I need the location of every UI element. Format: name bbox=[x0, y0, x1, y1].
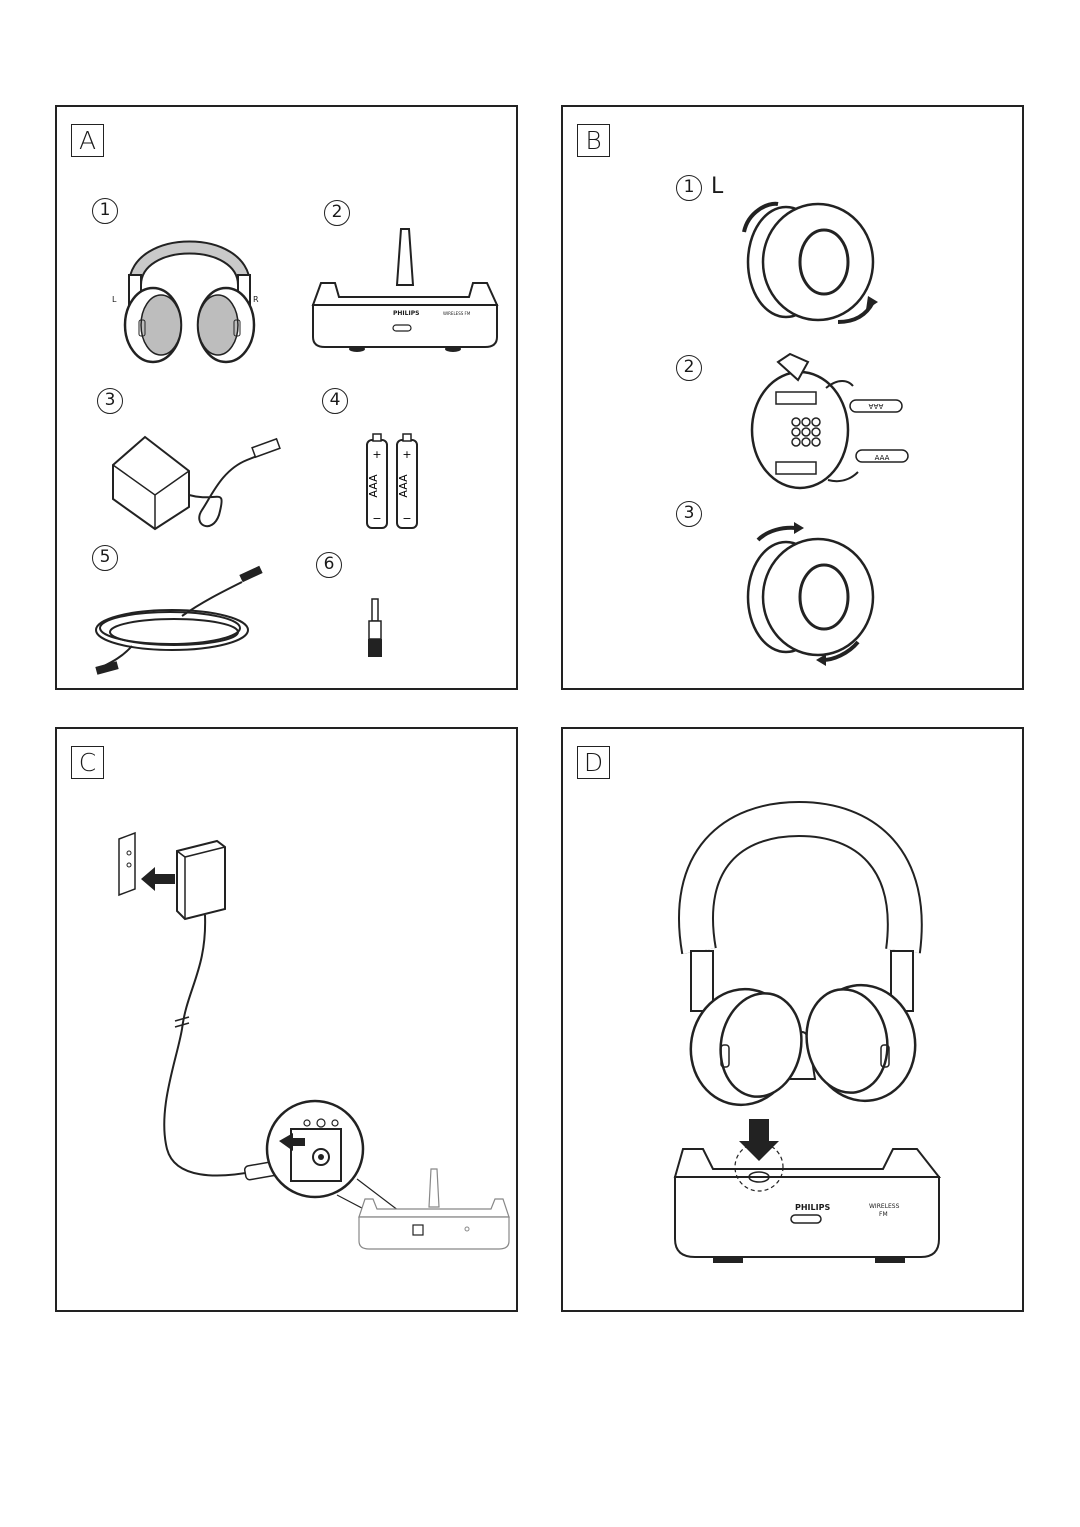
power-adapter-illustration bbox=[112, 435, 281, 531]
item-number-2: 2 bbox=[324, 200, 350, 226]
battery-plus-2: + bbox=[402, 448, 411, 461]
battery-plus-1: + bbox=[372, 448, 381, 461]
batteries-illustration: AAA AAA + + − − bbox=[366, 433, 418, 529]
step-number-1: 1 bbox=[676, 175, 702, 201]
audio-cable-illustration bbox=[95, 565, 263, 675]
step-number-2: 2 bbox=[676, 355, 702, 381]
base-brand: PHILIPS bbox=[795, 1203, 831, 1212]
panel-b: B 1 L 2 3 AAA AAA bbox=[561, 105, 1024, 690]
item-number-4: 4 bbox=[322, 388, 348, 414]
item-number-6: 6 bbox=[316, 552, 342, 578]
battery-minus-2: − bbox=[402, 512, 411, 525]
headphone-right-label: R bbox=[253, 295, 259, 304]
base-brand-small: PHILIPS bbox=[393, 310, 420, 317]
base-label-wireless: WIRELESS bbox=[869, 1203, 900, 1210]
b-battery-label-2: AAA bbox=[875, 454, 890, 462]
panel-letter-d: D bbox=[577, 746, 610, 779]
side-label: L bbox=[711, 174, 724, 199]
headphones-on-base-illustration bbox=[673, 800, 942, 1263]
jack-adapter-illustration bbox=[368, 598, 382, 657]
battery-compartment-illustration: AAA AAA bbox=[750, 352, 909, 490]
earcup-close-illustration bbox=[746, 522, 875, 666]
step-number-3: 3 bbox=[676, 501, 702, 527]
battery-label-1: AAA bbox=[367, 474, 380, 498]
item-number-1: 1 bbox=[92, 198, 118, 224]
headphones-illustration bbox=[123, 240, 256, 364]
panel-a: A 1 2 3 4 5 6 L R PHILIPS WIRELESS FM bbox=[55, 105, 518, 690]
panel-d: D PHILIPS WIRELESS FM bbox=[561, 727, 1024, 1312]
base-label-fm: FM bbox=[879, 1211, 888, 1218]
transmitter-base-illustration bbox=[311, 228, 499, 352]
headphone-left-label: L bbox=[112, 295, 117, 304]
battery-minus-1: − bbox=[372, 512, 381, 525]
item-number-5: 5 bbox=[92, 545, 118, 571]
panel-letter-c: C bbox=[71, 746, 104, 779]
panel-c: C bbox=[55, 727, 518, 1312]
battery-label-2: AAA bbox=[397, 474, 410, 498]
panel-letter-b: B bbox=[577, 124, 610, 157]
panel-letter-a: A bbox=[71, 124, 104, 157]
base-label-small: WIRELESS FM bbox=[443, 311, 471, 316]
b-battery-label-1: AAA bbox=[868, 402, 883, 410]
item-number-3: 3 bbox=[97, 388, 123, 414]
power-connection-illustration bbox=[118, 831, 510, 1250]
earcup-open-illustration bbox=[742, 201, 878, 324]
